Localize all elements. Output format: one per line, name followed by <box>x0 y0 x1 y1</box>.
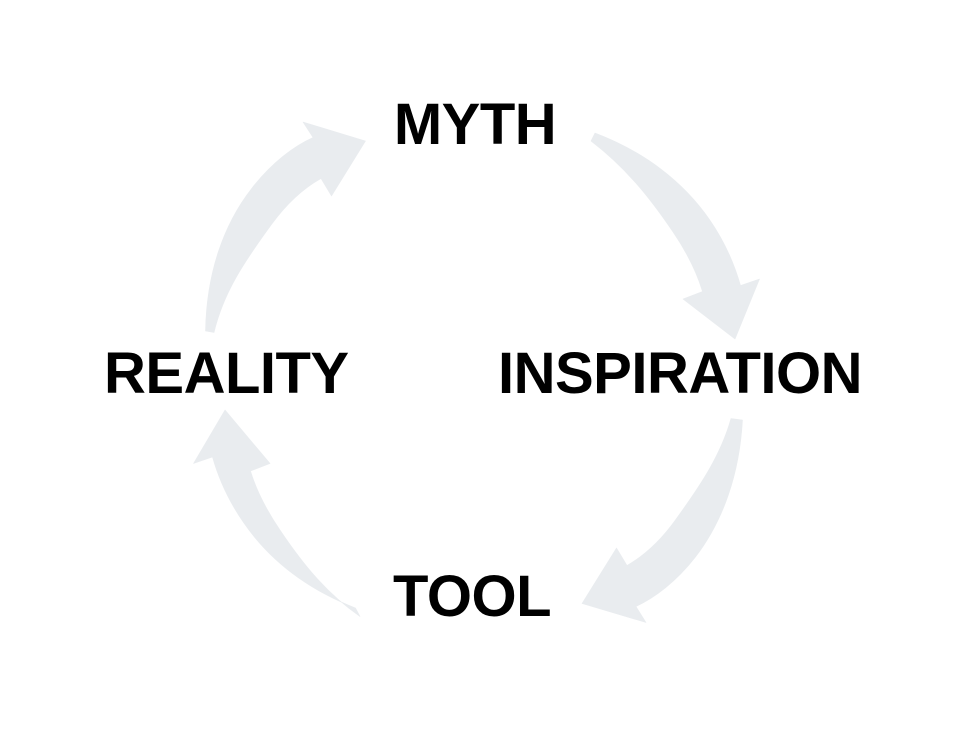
arrow-tool-to-reality-icon <box>193 409 361 617</box>
arrow-myth-to-inspiration-icon <box>590 132 760 340</box>
arrow-inspiration-to-tool-icon <box>581 418 743 623</box>
cycle-node-tool: TOOL <box>392 564 552 629</box>
arrow-reality-to-myth-icon <box>205 121 366 333</box>
cycle-node-inspiration: INSPIRATION <box>498 341 863 406</box>
cycle-node-myth: MYTH <box>393 92 557 157</box>
cycle-node-reality: REALITY <box>104 341 349 406</box>
